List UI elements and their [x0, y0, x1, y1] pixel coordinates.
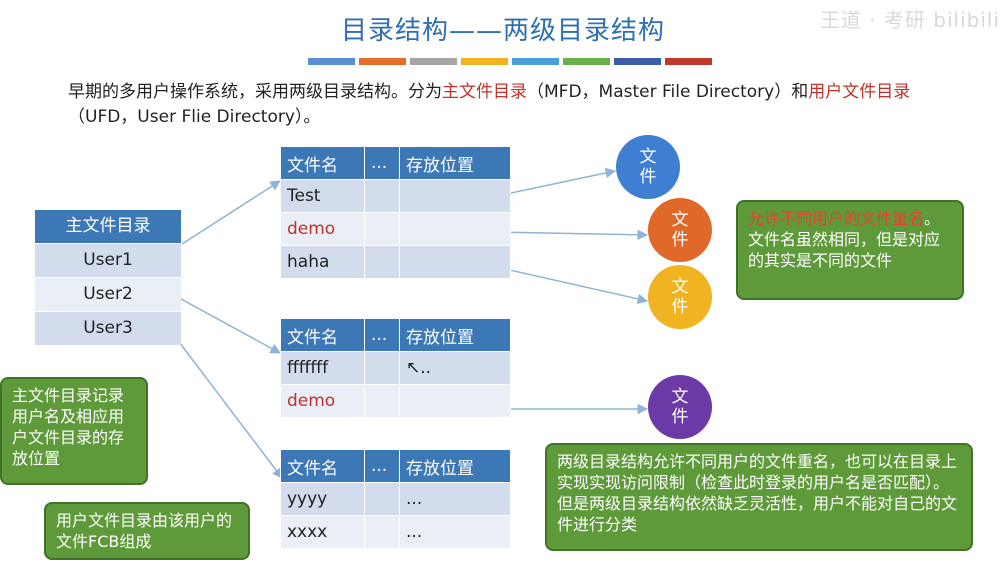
color-bar-segment — [614, 58, 661, 65]
file-label: 文 件 — [639, 147, 657, 187]
file-node-1: 文 件 — [616, 135, 680, 199]
table-row: xxxx... — [280, 515, 511, 549]
user-file-directory-2: 文件名 ... 存放位置 fffffff↖.. demo — [280, 318, 511, 418]
mfd-note-callout: 主文件目录记录用户名及相应用户文件目录的存放位置 — [0, 377, 148, 485]
mfd-row-user2: User2 — [35, 277, 181, 311]
summary-callout: 两级目录结构允许不同用户的文件重名，也可以在目录上实现实现访问限制（检查此时登录… — [545, 443, 973, 551]
color-bar-segment — [359, 58, 406, 65]
intro-paragraph: 早期的多用户操作系统，采用两级目录结构。分为主文件目录（MFD，Master F… — [68, 82, 911, 127]
file-node-4: 文 件 — [648, 375, 712, 439]
table-row: demo — [280, 212, 511, 246]
ufd-term: 用户文件目录 — [808, 82, 911, 102]
col-more: ... — [364, 146, 400, 180]
col-more: ... — [364, 449, 400, 483]
file-node-3: 文 件 — [648, 265, 712, 329]
col-location: 存放位置 — [399, 318, 511, 352]
arrow-user2-ufd2 — [171, 293, 281, 354]
master-file-directory-table: 主文件目录 User1 User2 User3 — [35, 210, 181, 345]
user-file-directory-1: 文件名 ... 存放位置 Test demo haha — [280, 146, 511, 279]
arrow-test-file1 — [491, 167, 617, 198]
ufd-note-callout: 用户文件目录由该用户的文件FCB组成 — [44, 502, 250, 560]
color-bar-segment — [665, 58, 712, 65]
col-location: 存放位置 — [399, 146, 511, 180]
arrow-haha-file3 — [491, 265, 649, 305]
file-label: 文 件 — [671, 277, 689, 317]
file-label: 文 件 — [671, 210, 689, 250]
mfd-row-user1: User1 — [35, 243, 181, 277]
color-bar-segment — [308, 58, 355, 65]
color-bar-segment — [410, 58, 457, 65]
table-row: yyyy... — [280, 482, 511, 516]
col-filename: 文件名 — [280, 318, 365, 352]
file-node-2: 文 件 — [648, 198, 712, 262]
arrow-demo-file2 — [491, 229, 649, 241]
rename-callout: 允许不同用户的文件重名。文件名虽然相同，但是对应的其实是不同的文件 — [736, 200, 964, 300]
table-row: haha — [280, 245, 511, 279]
col-filename: 文件名 — [280, 146, 365, 180]
file-label: 文 件 — [671, 387, 689, 427]
page-title: 目录结构——两级目录结构 — [340, 16, 665, 46]
arrow-user3-ufd3 — [169, 329, 283, 479]
table-row: Test — [280, 179, 511, 213]
mfd-term: 主文件目录 — [442, 82, 527, 102]
watermark: 王道 · 考研 bilibili — [819, 8, 1000, 32]
mfd-row-user3: User3 — [35, 311, 181, 345]
color-bar-segment — [461, 58, 508, 65]
col-more: ... — [364, 318, 400, 352]
arrow-user1-ufd1 — [181, 180, 281, 245]
title-color-bar — [308, 58, 712, 65]
col-location: 存放位置 — [399, 449, 511, 483]
mfd-header: 主文件目录 — [35, 210, 181, 243]
user-file-directory-3: 文件名 ... 存放位置 yyyy... xxxx... — [280, 449, 511, 549]
color-bar-segment — [512, 58, 559, 65]
table-row: fffffff↖.. — [280, 351, 511, 385]
color-bar-segment — [563, 58, 610, 65]
col-filename: 文件名 — [280, 449, 365, 483]
rename-highlight: 允许不同用户的文件重名 — [748, 209, 925, 228]
table-row: demo — [280, 384, 511, 418]
